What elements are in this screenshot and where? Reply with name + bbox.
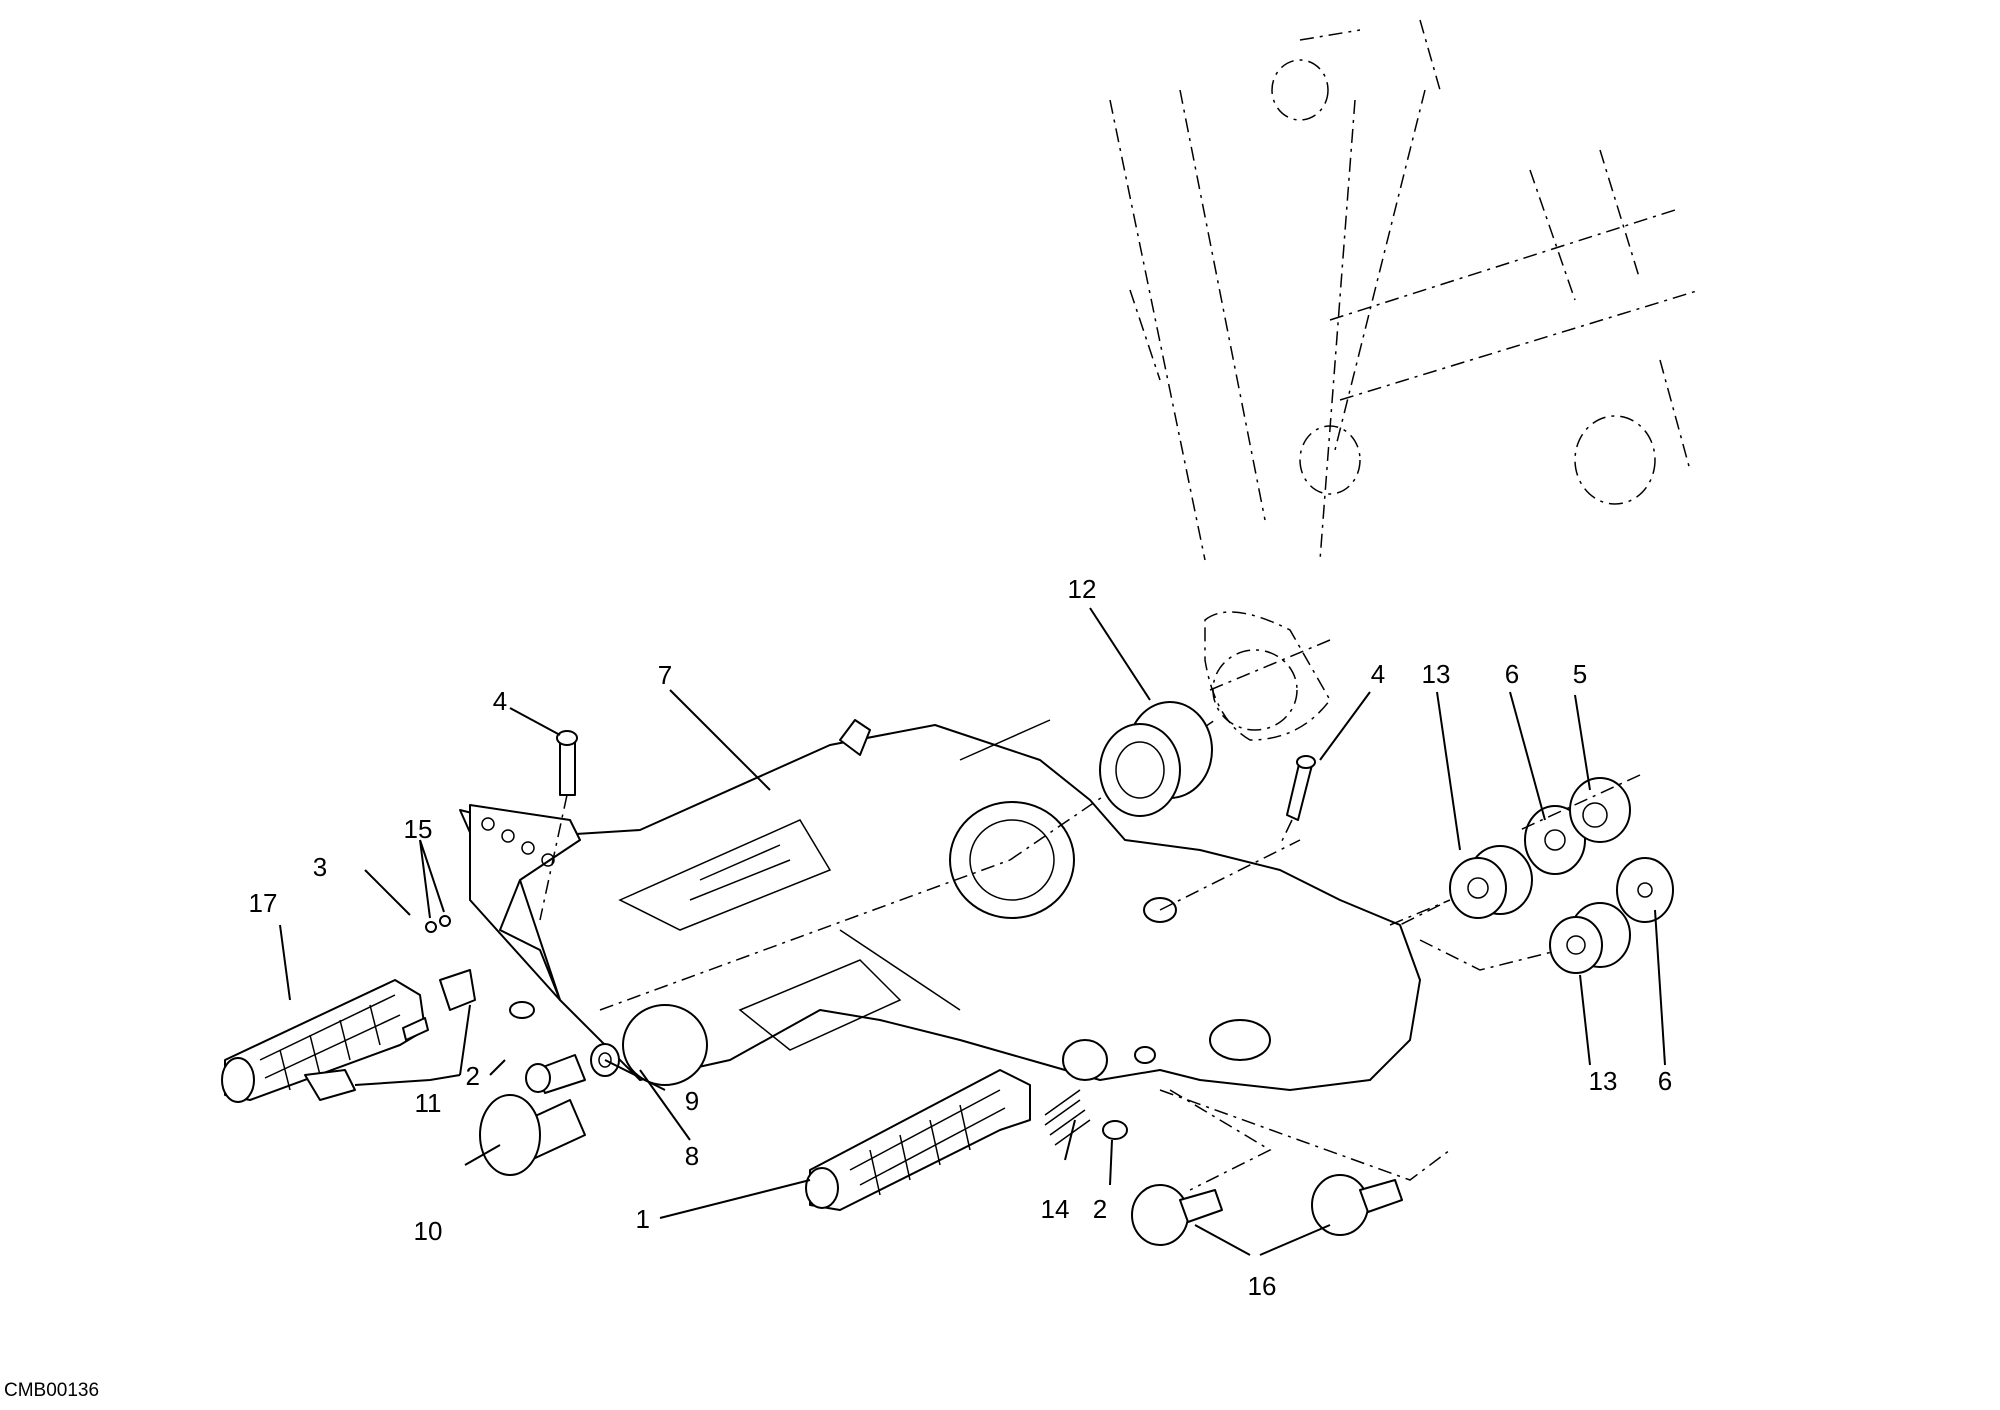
pivot-parts: [1099, 701, 1674, 974]
callout-15: 15: [404, 814, 433, 844]
leader-lines: [279, 607, 1666, 1256]
footpeg-right: [805, 1069, 1031, 1211]
callout-12: 12: [1068, 574, 1097, 604]
callout-labels: 1 2 2 3 4 4 5 6 6 7 8 9 10 11 12 13 13 1…: [249, 574, 1673, 1301]
callout-4-left: 4: [493, 686, 507, 716]
callout-6-top: 6: [1505, 659, 1519, 689]
callout-13-top: 13: [1422, 659, 1451, 689]
swingarm: [459, 719, 1561, 1191]
callout-2-right: 2: [1093, 1194, 1107, 1224]
callout-1: 1: [636, 1204, 650, 1234]
callout-7: 7: [658, 660, 672, 690]
frame-outline: [1109, 19, 1701, 741]
callout-6-bottom: 6: [1658, 1066, 1672, 1096]
pins: [539, 730, 1316, 921]
callout-8: 8: [685, 1141, 699, 1171]
callout-16: 16: [1248, 1271, 1277, 1301]
drawing-code: CMB00136: [4, 1380, 99, 1401]
callout-3: 3: [313, 852, 327, 882]
callout-14: 14: [1041, 1194, 1070, 1224]
callout-10: 10: [414, 1216, 443, 1246]
footpeg-left: [221, 969, 476, 1103]
callout-5: 5: [1573, 659, 1587, 689]
callout-17: 17: [249, 888, 278, 918]
hardware: [402, 915, 1403, 1246]
callout-13-bottom: 13: [1589, 1066, 1618, 1096]
callout-2-left: 2: [466, 1061, 480, 1091]
callout-11: 11: [415, 1088, 442, 1118]
callout-9: 9: [685, 1086, 699, 1116]
callout-4-right: 4: [1371, 659, 1385, 689]
